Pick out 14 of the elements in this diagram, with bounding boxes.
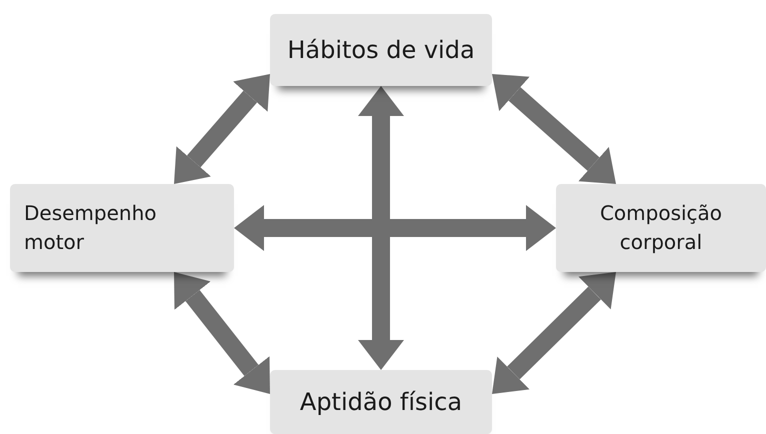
label-box [556, 184, 766, 272]
double-arrow [492, 272, 616, 394]
double-arrow [174, 272, 270, 394]
label-box [10, 184, 234, 272]
double-arrow [358, 86, 404, 370]
double-arrow [492, 74, 616, 184]
double-arrow [234, 205, 556, 251]
node-label: Desempenho motor [24, 200, 158, 256]
double-arrow [174, 74, 270, 184]
node-label: Aptidão física [300, 386, 462, 418]
label-box [270, 14, 492, 86]
label-box [270, 370, 492, 434]
node-label: Hábitos de vida [287, 34, 475, 66]
node-label: Composição corporal [598, 200, 724, 256]
